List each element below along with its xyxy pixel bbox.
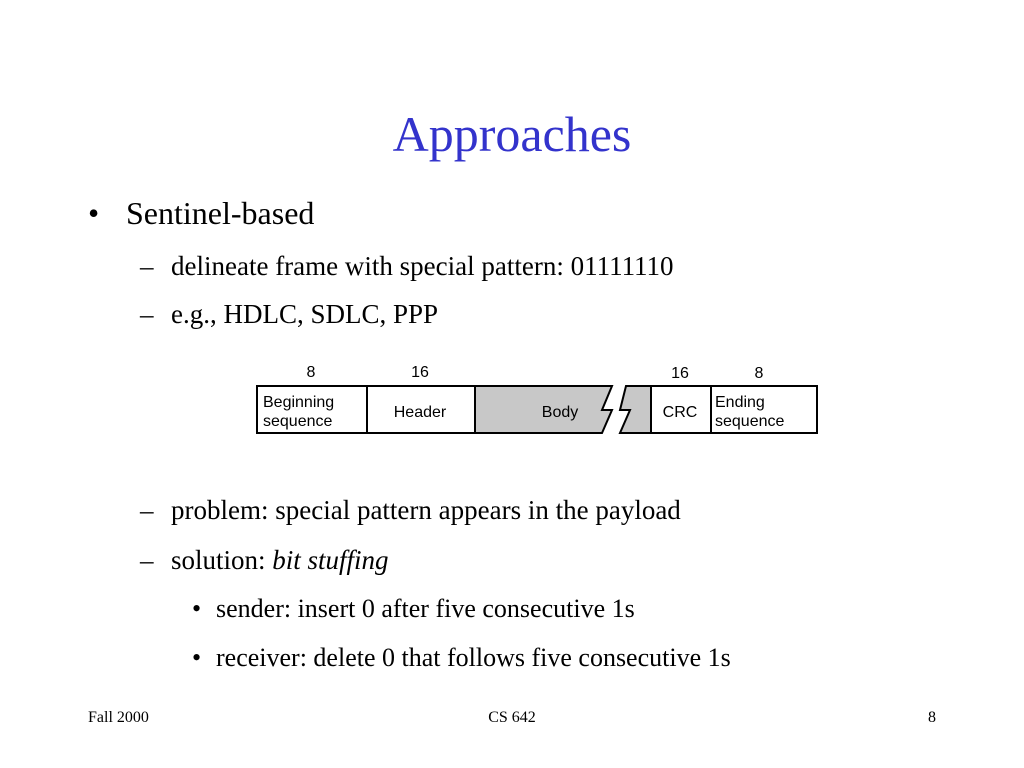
solution-prefix: solution: <box>171 545 273 575</box>
body-label: Body <box>542 404 578 421</box>
crc-field <box>650 385 712 434</box>
bullet-receiver-text: receiver: delete 0 that follows five con… <box>216 643 731 672</box>
dash-marker: – <box>140 545 154 575</box>
crc-label: CRC <box>663 404 698 421</box>
size-label-ending: 8 <box>755 365 764 382</box>
footer-left: Fall 2000 <box>88 709 149 726</box>
header-label: Header <box>394 404 447 421</box>
footer-center: CS 642 <box>488 709 536 726</box>
size-label-beginning: 8 <box>307 364 316 381</box>
slide-title: Approaches <box>392 106 632 162</box>
dash-marker: – <box>140 299 154 329</box>
solution-emphasis: bit stuffing <box>272 545 389 575</box>
beginning-label-line1: Beginning <box>263 394 334 411</box>
size-label-header: 16 <box>411 364 429 381</box>
size-label-crc: 16 <box>671 365 689 382</box>
ending-label-line2: sequence <box>715 413 784 430</box>
body-field-left <box>474 385 614 434</box>
bullet-delineate-text: delineate frame with special pattern: 01… <box>171 251 674 281</box>
bullet-marker: • <box>88 195 100 231</box>
bullet-problem-text: problem: special pattern appears in the … <box>171 495 681 525</box>
dash-marker: – <box>140 251 154 281</box>
sub-bullet-marker: • <box>192 594 202 623</box>
bullet-sentinel-text: Sentinel-based <box>126 195 315 231</box>
ending-label-line1: Ending <box>715 394 765 411</box>
bullet-examples-text: e.g., HDLC, SDLC, PPP <box>171 299 439 329</box>
dash-marker: – <box>140 495 154 525</box>
body-field-right <box>618 385 652 434</box>
sub-bullet-marker: • <box>192 643 202 672</box>
bullet-solution-text: solution: bit stuffing <box>171 544 389 576</box>
header-field <box>366 385 476 434</box>
footer-page-number: 8 <box>928 709 936 726</box>
beginning-label-line2: sequence <box>263 413 332 430</box>
ending-sequence-field <box>710 385 818 434</box>
bullet-sender-text: sender: insert 0 after five consecutive … <box>216 594 635 623</box>
